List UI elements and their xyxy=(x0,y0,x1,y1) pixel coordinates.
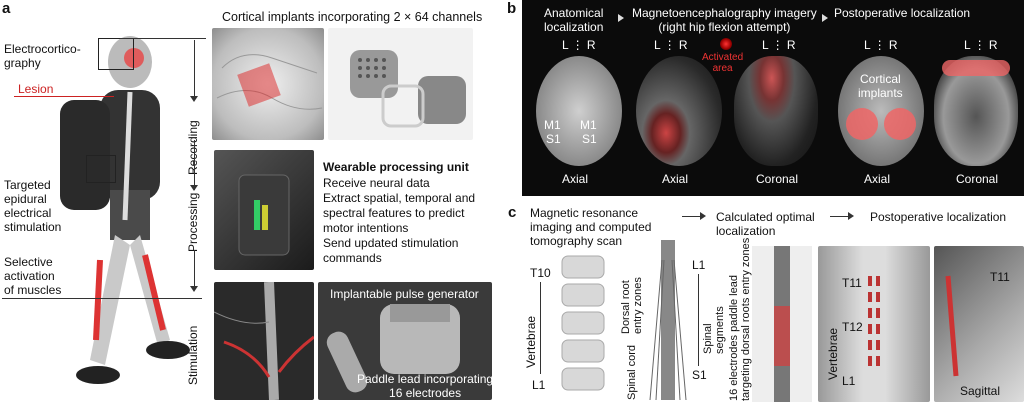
s1-right: S1 xyxy=(582,132,597,146)
panel-c-letter: c xyxy=(508,204,517,221)
dorsal-root-label: Dorsal root entry zones xyxy=(620,277,644,334)
arrow-c2-head xyxy=(848,212,854,220)
lr-5: L ⋮ R xyxy=(964,38,998,52)
bracket-top xyxy=(120,38,206,39)
t12-label: T12 xyxy=(842,320,863,334)
ecog-box xyxy=(98,38,134,70)
view-5: Coronal xyxy=(956,172,999,186)
lesion-box xyxy=(86,155,116,183)
t11-label-ap: T11 xyxy=(842,276,862,290)
implant-right xyxy=(884,108,916,140)
lr-1: L ⋮ R xyxy=(562,38,596,52)
wearable-unit-photo xyxy=(214,150,314,270)
arrowhead-2 xyxy=(190,185,198,191)
wpu-line-4: motor intentions xyxy=(323,221,409,235)
wpu-line-1: Receive neural data xyxy=(323,176,430,190)
targeted-label: Targeted epidural electrical stimulation xyxy=(4,178,62,234)
lead-label: 16 electrodes paddle lead targeting dors… xyxy=(728,237,752,401)
vertebrae-column xyxy=(548,252,618,402)
arrow-c2-line xyxy=(830,216,850,217)
ipg-label: Implantable pulse generator xyxy=(330,287,479,301)
spinal-cord-render xyxy=(648,240,688,401)
paddle-label: Paddle lead incorporating 16 electrodes xyxy=(357,372,494,400)
activated-label: Activated area xyxy=(702,52,744,74)
brain-axial-anatomical xyxy=(536,56,622,166)
t10-label: T10 xyxy=(530,266,551,280)
processing-label: Processing xyxy=(186,192,200,252)
wpu-line-6: commands xyxy=(323,251,382,265)
wpu-line-3: spectral features to predict xyxy=(323,206,465,220)
view-4: Axial xyxy=(864,172,891,186)
lr-2: L ⋮ R xyxy=(654,38,688,52)
cortical-implant-device-photo xyxy=(328,28,473,140)
activated-dot xyxy=(720,38,732,50)
bracket-bottom xyxy=(2,298,202,299)
cortical-implant-brain-photo xyxy=(212,28,324,140)
lesion-label: Lesion xyxy=(18,82,54,96)
arrow-c1-line xyxy=(682,216,702,217)
lead-on-cord-render xyxy=(752,246,812,402)
vertebrae-label-left: Vertebrae xyxy=(524,315,538,368)
l1-label-ap: L1 xyxy=(842,374,856,388)
arrow-line-1 xyxy=(194,40,195,98)
spinal-segments-label: Spinal segments xyxy=(702,306,726,354)
anatomical-label: Anatomical localization xyxy=(544,6,604,34)
view-2: Axial xyxy=(662,172,689,186)
meg-label: Magnetoencephalography imagery (right hi… xyxy=(632,6,817,34)
mri-label: Magnetic resonance imaging and computed … xyxy=(530,206,652,248)
xray-sagittal xyxy=(934,246,1024,402)
lr-3: L ⋮ R xyxy=(762,38,796,52)
arrow-line-3 xyxy=(194,250,195,290)
wpu-line-5: Send updated stimulation xyxy=(323,236,459,250)
brain-axial-meg xyxy=(636,56,722,166)
spinal-lead-photo xyxy=(214,282,314,400)
s1-left: S1 xyxy=(546,132,561,146)
cortical-implants-label: Cortical implants xyxy=(858,72,903,100)
arrow-c1-head xyxy=(700,212,706,220)
calc-label: Calculated optimal localization xyxy=(716,210,815,238)
vertebrae-bracket xyxy=(540,282,541,374)
l1-label-left: L1 xyxy=(532,378,546,392)
lesion-line xyxy=(14,96,114,97)
lr-4: L ⋮ R xyxy=(864,38,898,52)
selective-label: Selective activation of muscles xyxy=(4,255,62,297)
m1-left: M1 xyxy=(544,118,561,132)
implant-left xyxy=(846,108,878,140)
arrowhead-3 xyxy=(190,286,198,292)
implants-title: Cortical implants incorporating 2 × 64 c… xyxy=(222,10,483,24)
wpu-line-2: Extract spatial, temporal and xyxy=(323,191,476,205)
arrow-b1 xyxy=(618,14,624,22)
panel-b: b Anatomical localization Magnetoencepha… xyxy=(507,0,1024,196)
segments-bracket xyxy=(698,274,699,366)
panel-a-letter: a xyxy=(2,0,11,17)
postop-c-label: Postoperative localization xyxy=(870,210,1007,224)
ipg-photo xyxy=(318,282,492,400)
l1-label-mid: L1 xyxy=(692,258,706,272)
spinal-cord-label: Spinal cord xyxy=(626,344,638,400)
wpu-title: Wearable processing unit xyxy=(323,160,469,174)
vertebrae-label-ap: Vertebrae xyxy=(826,327,840,380)
view-3: Coronal xyxy=(756,172,799,186)
brain-coronal-meg xyxy=(734,56,818,166)
sagittal-label: Sagittal xyxy=(960,384,1001,398)
arrow-line-2 xyxy=(194,140,195,190)
implant-coronal xyxy=(942,60,1010,76)
s1-label-c: S1 xyxy=(692,368,707,382)
t11-label-sag: T11 xyxy=(990,270,1010,284)
view-1: Axial xyxy=(562,172,589,186)
xray-ap xyxy=(818,246,930,402)
recording-label: Recording xyxy=(186,120,200,175)
arrow-b2 xyxy=(822,14,828,22)
postop-b-label: Postoperative localization xyxy=(834,6,971,20)
arrowhead-1 xyxy=(190,96,198,102)
panel-b-letter: b xyxy=(507,0,517,17)
m1-right: M1 xyxy=(580,118,597,132)
ecog-label: Electrocortico- graphy xyxy=(4,42,81,70)
stimulation-label: Stimulation xyxy=(186,325,200,385)
